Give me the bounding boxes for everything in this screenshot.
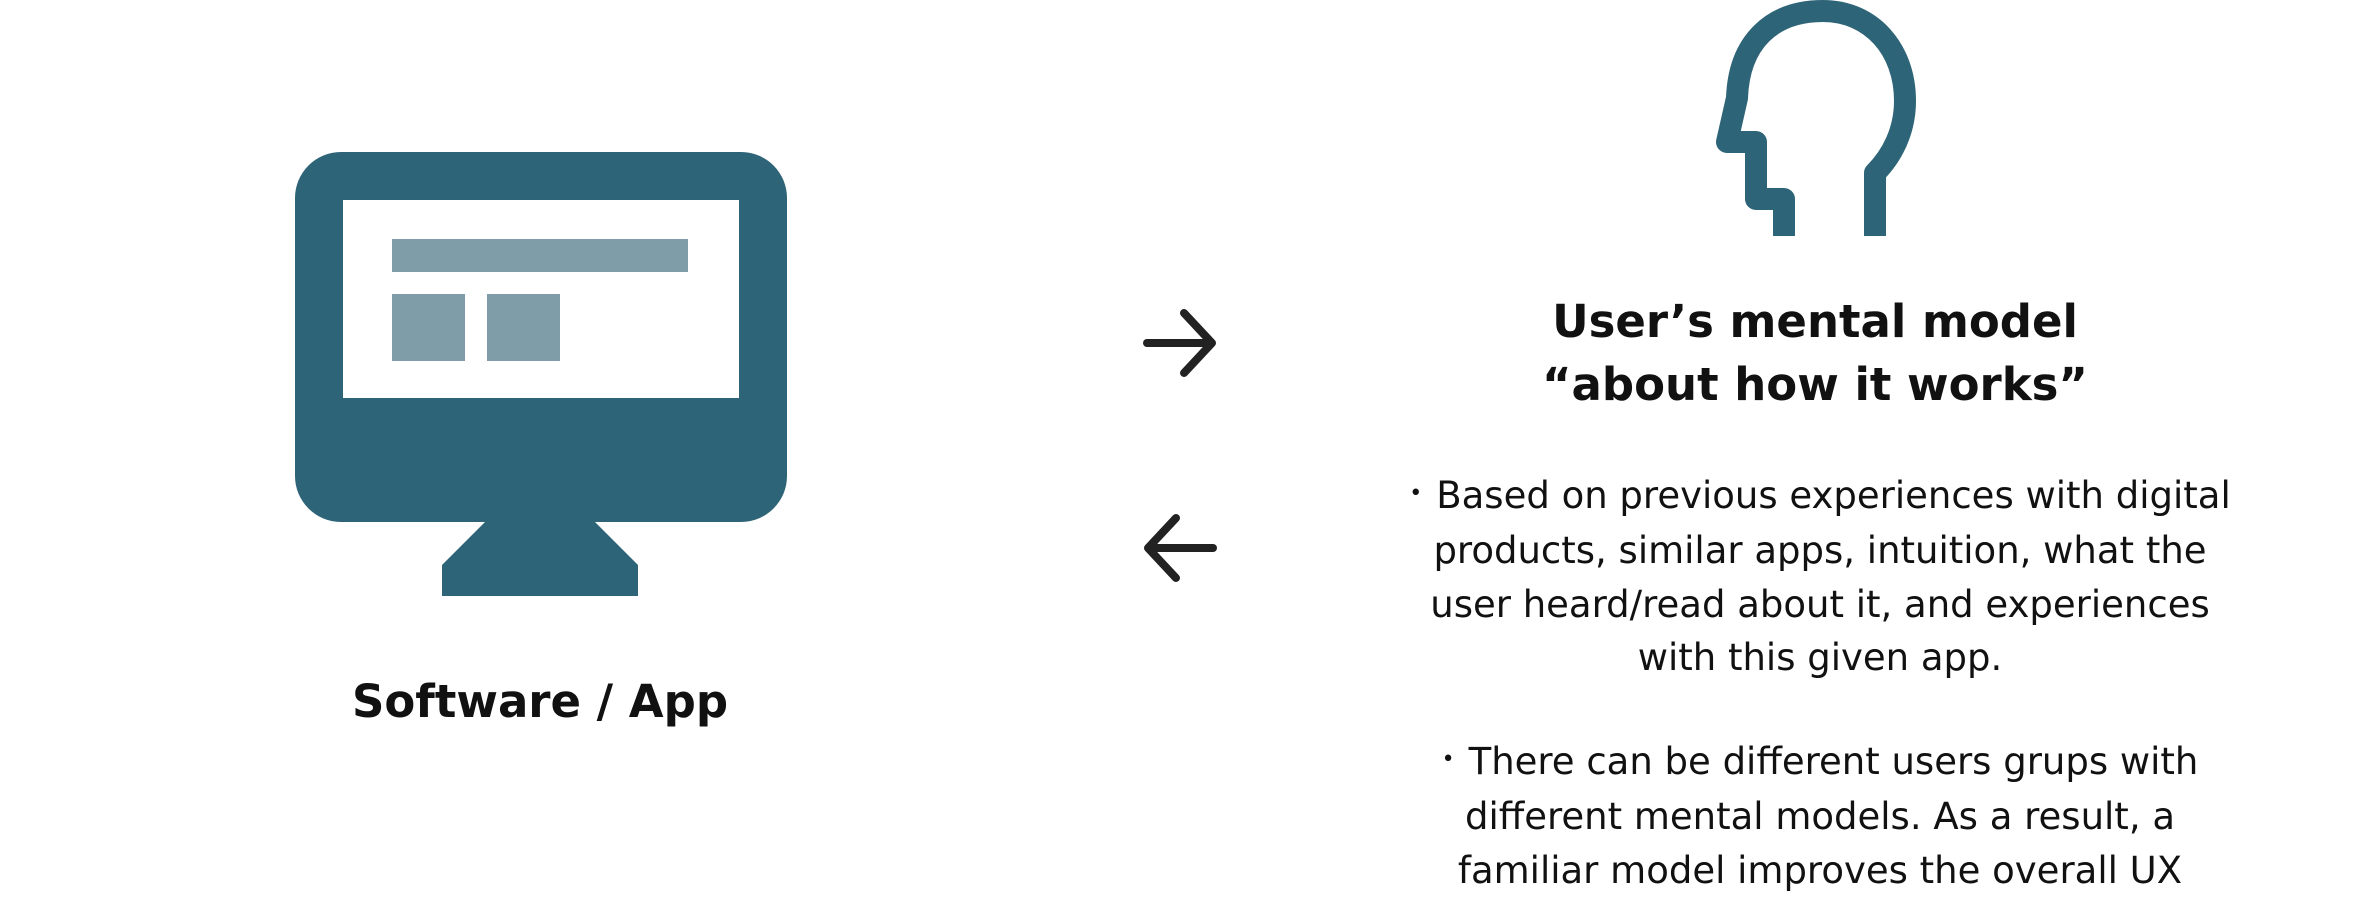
screen-content-block-2	[487, 294, 560, 361]
bullet-marker: •	[1441, 746, 1455, 772]
software-app-label: Software / App	[351, 675, 729, 728]
bullet-item: • There can be different users grups with…	[1390, 735, 2250, 897]
bullet-line: products, similar apps, intuition, what …	[1433, 529, 2207, 573]
bullet-text: There can be different users grups with	[1468, 740, 2199, 783]
bullet-line: • Based on previous experiences with digi…	[1390, 469, 2250, 524]
screen-header-block	[392, 239, 688, 272]
bullet-marker: •	[1409, 480, 1423, 506]
arrow-right-icon	[1143, 309, 1216, 377]
mental-model-title: User’s mental model “about how it works”	[1445, 290, 2185, 416]
head-icon	[1716, 0, 1916, 236]
bullet-item: • Based on previous experiences with digi…	[1390, 469, 2250, 685]
screen-content-block-1	[392, 294, 465, 361]
bullet-text: Based on previous experiences with digit…	[1436, 474, 2231, 517]
arrow-left-icon	[1144, 514, 1217, 582]
bullet-line: user heard/read about it, and experience…	[1430, 582, 2210, 626]
mental-model-title-line-1: User’s mental model	[1552, 295, 2078, 348]
mental-model-title-line-2: “about how it works”	[1541, 358, 2089, 411]
bullet-line: with this given app.	[1637, 636, 2003, 680]
computer-icon	[295, 152, 787, 596]
bullet-line: familiar model improves the overall UX	[1457, 848, 2183, 892]
bullet-line: different mental models. As a result, a	[1464, 795, 2176, 839]
bullet-line: • There can be different users grups with	[1390, 735, 2250, 790]
